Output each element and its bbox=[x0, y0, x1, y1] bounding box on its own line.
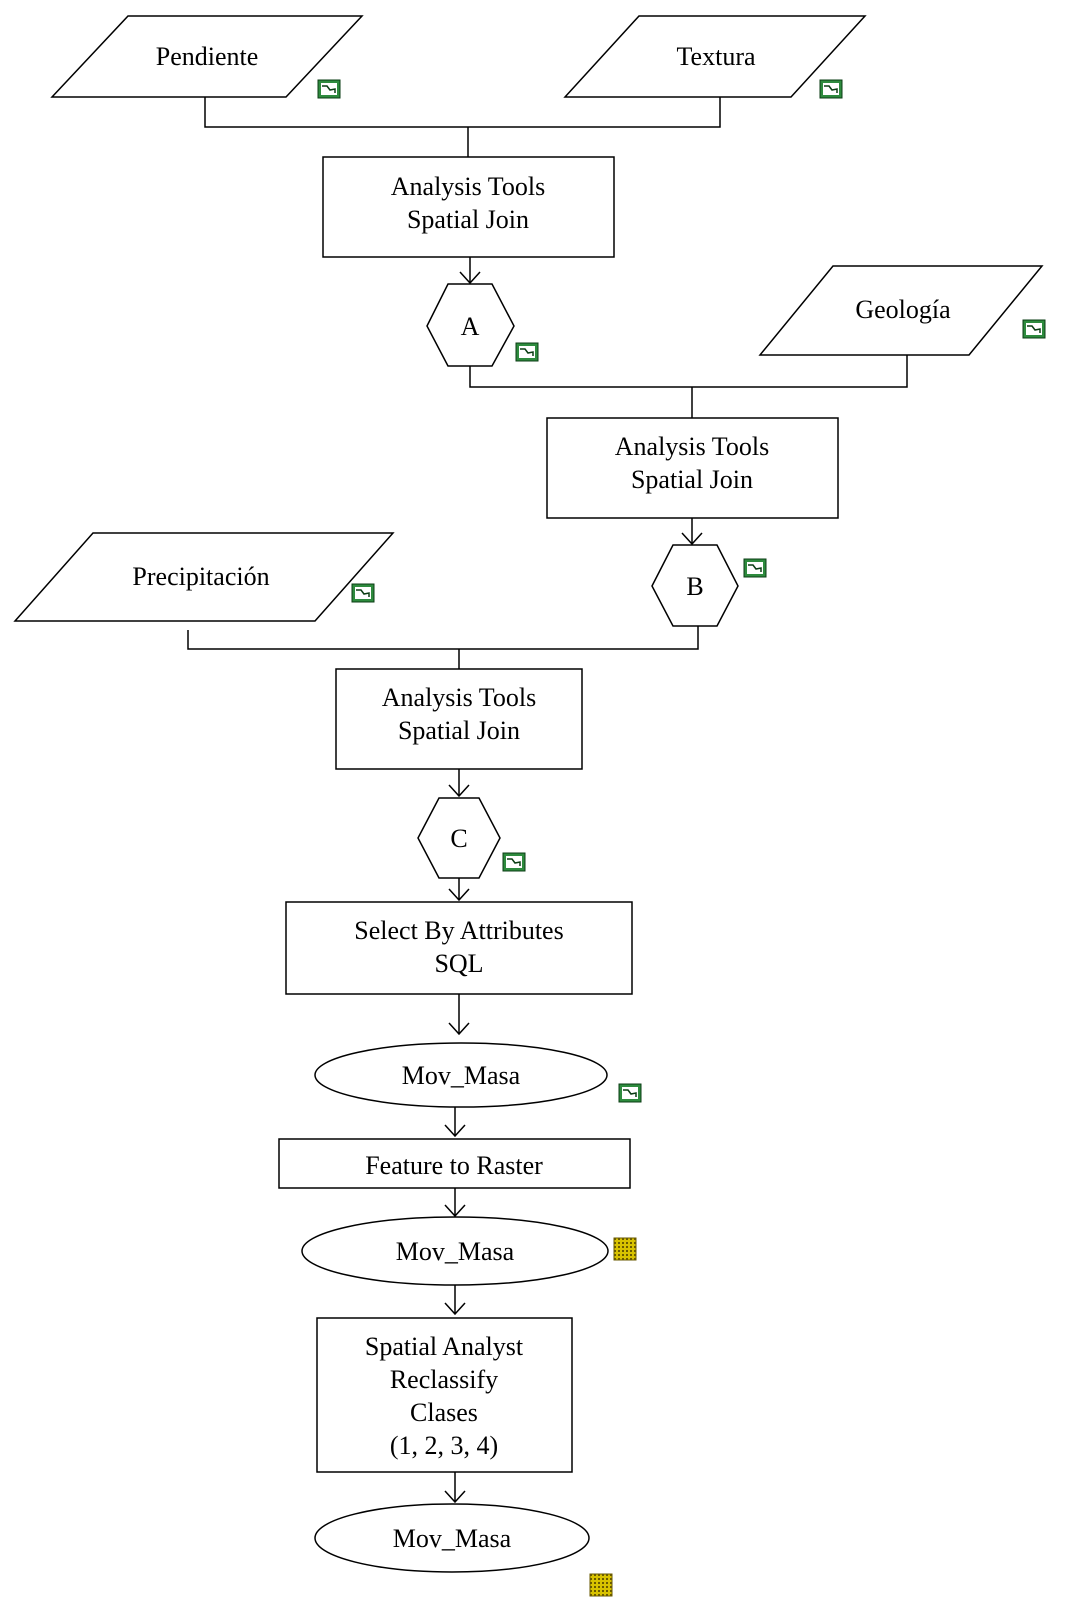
output-mov-masa-vector: Mov_Masa bbox=[314, 1042, 608, 1108]
process-spatial-join-1: Analysis Tools Spatial Join bbox=[322, 156, 615, 258]
arrow bbox=[444, 1472, 466, 1504]
arrow bbox=[459, 257, 481, 285]
svg-text:Clases: Clases bbox=[410, 1398, 478, 1427]
svg-text:Select By Attributes: Select By Attributes bbox=[354, 916, 563, 945]
input-geologia: Geología bbox=[758, 265, 1044, 356]
svg-text:Precipitación: Precipitación bbox=[132, 562, 269, 591]
vector-layer-icon bbox=[819, 79, 843, 99]
vector-layer-icon bbox=[618, 1083, 642, 1103]
input-textura: Textura bbox=[563, 15, 867, 98]
svg-text:Reclassify: Reclassify bbox=[390, 1365, 498, 1394]
intermediate-b: B bbox=[651, 544, 739, 627]
connector-line bbox=[469, 355, 908, 418]
vector-layer-icon bbox=[743, 558, 767, 578]
arrow bbox=[444, 1188, 466, 1218]
intermediate-a: A bbox=[426, 283, 515, 367]
vector-layer-icon bbox=[515, 342, 539, 362]
svg-text:Mov_Masa: Mov_Masa bbox=[396, 1237, 515, 1266]
process-feature-to-raster: Feature to Raster bbox=[278, 1138, 631, 1189]
svg-text:A: A bbox=[461, 312, 480, 341]
svg-text:Spatial Join: Spatial Join bbox=[407, 205, 529, 234]
arrow bbox=[681, 518, 703, 546]
svg-text:Pendiente: Pendiente bbox=[156, 42, 259, 71]
vector-layer-icon bbox=[502, 852, 526, 872]
svg-text:(1, 2, 3, 4): (1, 2, 3, 4) bbox=[390, 1431, 498, 1460]
raster-layer-icon bbox=[589, 1573, 613, 1597]
connector-line bbox=[187, 626, 699, 669]
svg-text:Mov_Masa: Mov_Masa bbox=[402, 1061, 521, 1090]
intermediate-c: C bbox=[417, 797, 501, 879]
svg-text:Geología: Geología bbox=[855, 295, 951, 324]
process-reclassify: Spatial Analyst Reclassify Clases (1, 2,… bbox=[316, 1317, 573, 1473]
arrow bbox=[448, 878, 470, 902]
arrow bbox=[444, 1107, 466, 1138]
vector-layer-icon bbox=[351, 583, 375, 603]
output-mov-masa-final: Mov_Masa bbox=[314, 1503, 590, 1573]
process-spatial-join-2: Analysis Tools Spatial Join bbox=[546, 417, 839, 519]
arrow bbox=[448, 769, 470, 798]
svg-text:SQL: SQL bbox=[434, 949, 483, 978]
output-mov-masa-raster: Mov_Masa bbox=[301, 1216, 609, 1286]
svg-text:Spatial Join: Spatial Join bbox=[631, 465, 753, 494]
input-precipitacion: Precipitación bbox=[13, 532, 395, 622]
vector-layer-icon bbox=[1022, 319, 1046, 339]
process-spatial-join-3: Analysis Tools Spatial Join bbox=[335, 668, 583, 770]
arrow bbox=[444, 1285, 466, 1316]
svg-text:Feature to Raster: Feature to Raster bbox=[365, 1151, 543, 1180]
svg-text:Textura: Textura bbox=[676, 42, 755, 71]
svg-text:Mov_Masa: Mov_Masa bbox=[393, 1524, 512, 1553]
process-select-by-attributes: Select By Attributes SQL bbox=[285, 901, 633, 995]
connector-line bbox=[204, 97, 721, 157]
svg-text:Spatial Analyst: Spatial Analyst bbox=[365, 1332, 524, 1361]
svg-text:C: C bbox=[450, 824, 467, 853]
svg-text:Spatial Join: Spatial Join bbox=[398, 716, 520, 745]
svg-text:B: B bbox=[686, 572, 703, 601]
vector-layer-icon bbox=[317, 79, 341, 99]
input-pendiente: Pendiente bbox=[50, 15, 364, 98]
svg-text:Analysis Tools: Analysis Tools bbox=[382, 683, 536, 712]
svg-text:Analysis Tools: Analysis Tools bbox=[615, 432, 769, 461]
raster-layer-icon bbox=[613, 1237, 637, 1261]
arrow bbox=[448, 994, 470, 1036]
svg-text:Analysis Tools: Analysis Tools bbox=[391, 172, 545, 201]
